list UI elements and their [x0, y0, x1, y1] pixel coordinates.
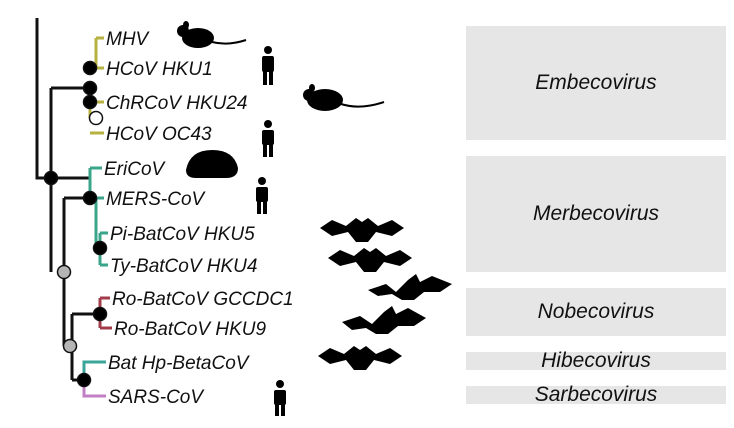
node-nobeco — [92, 306, 108, 322]
taxon-label-hcov-hku1: HCoV HKU1 — [106, 59, 213, 80]
subgenus-box-hibecovirus: Hibecovirus — [466, 349, 726, 372]
subgenus-box-sarbecovirus: Sarbecovirus — [466, 383, 726, 406]
subgenus-box-nobecovirus: Nobecovirus — [466, 288, 726, 336]
human-icon — [262, 120, 274, 157]
node-backbone-grey-2 — [62, 338, 78, 354]
human-icon — [262, 46, 274, 85]
subgenus-box-embecovirus: Embecovirus — [466, 26, 726, 140]
taxon-label-ty-batcov-hku4: Ty-BatCoV HKU4 — [110, 256, 257, 277]
bat-icon — [342, 306, 426, 334]
node-root — [43, 170, 59, 186]
taxon-label-ericov: EriCoV — [104, 159, 167, 180]
taxon-label-hcov-oc43: HCoV OC43 — [106, 124, 212, 145]
taxon-labels: MHV HCoV HKU1 ChRCoV HKU24 HCoV OC43 Eri… — [104, 29, 294, 408]
host-icons — [177, 21, 452, 416]
bat-icon — [368, 274, 452, 300]
subgenus-label: Embecovirus — [535, 71, 657, 94]
node-mhv-hku1 — [82, 60, 98, 76]
subgenus-label: Nobecovirus — [537, 300, 655, 323]
bat-icon — [320, 218, 404, 242]
mouse-icon — [177, 21, 247, 48]
taxon-label-chrcov-hku24: ChRCoV HKU24 — [106, 93, 248, 114]
taxon-label-mers-cov: MERS-CoV — [106, 189, 207, 210]
taxon-label-sars-cov: SARS-CoV — [108, 387, 205, 408]
taxon-label-bat-hp-betacov: Bat Hp-BetaCoV — [108, 353, 251, 374]
taxon-label-mhv: MHV — [106, 29, 151, 50]
node-merbeco — [82, 190, 98, 206]
node-embeco — [82, 80, 98, 96]
bat-icon — [318, 346, 402, 370]
rat-icon — [303, 84, 385, 111]
bat-icon — [328, 248, 412, 272]
subgenus-label: Sarbecovirus — [534, 383, 658, 406]
taxon-label-pi-batcov-hku5: Pi-BatCoV HKU5 — [110, 224, 255, 245]
node-hku24-oc43 — [88, 110, 104, 126]
taxon-label-ro-batcov-gccdc1: Ro-BatCoV GCCDC1 — [112, 289, 294, 310]
node-backbone-grey-1 — [56, 264, 72, 280]
subgenus-label: Merbecovirus — [532, 202, 660, 225]
human-icon — [274, 380, 286, 416]
subgenus-label: Hibecovirus — [541, 349, 651, 372]
human-icon — [256, 177, 268, 214]
subgenus-box-merbecovirus: Merbecovirus — [466, 156, 726, 272]
node-merbeco-inner — [92, 240, 108, 256]
taxon-label-ro-batcov-hku9: Ro-BatCoV HKU9 — [114, 319, 266, 340]
node-hibeco-sarbeco — [76, 372, 92, 388]
hedgehog-icon — [186, 150, 238, 178]
node-embeco-inner — [82, 94, 98, 110]
tree-nodes — [43, 60, 108, 388]
